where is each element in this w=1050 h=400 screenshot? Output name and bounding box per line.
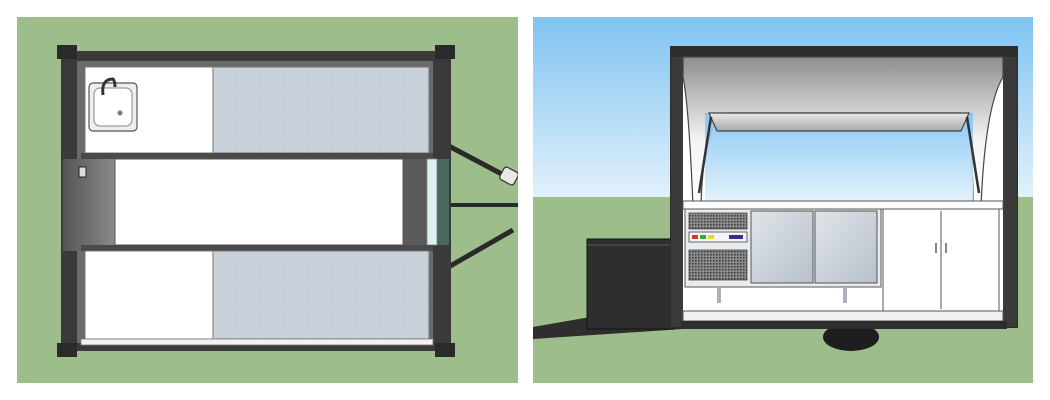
- aisle-floor: [114, 158, 404, 246]
- corner-posts: [57, 45, 455, 357]
- fridge-door-left: [750, 210, 814, 284]
- serving-window-glass: [426, 158, 438, 246]
- cabinet-handle-icon: [935, 243, 947, 253]
- fridge-legs: [717, 287, 847, 303]
- gas-struts: [697, 116, 981, 194]
- door-handle-icon: [78, 166, 87, 178]
- left-wall-door: [63, 159, 115, 251]
- awning-flap: [708, 112, 970, 132]
- side-view-panel: [533, 17, 1033, 383]
- floor-platform: [682, 310, 1004, 322]
- bottom-counter-white: [84, 250, 214, 340]
- wheel-icon: [823, 323, 879, 351]
- roof-frame: [671, 47, 1017, 57]
- tow-hitch-icon: [499, 166, 518, 186]
- top-counter-edge: [81, 153, 433, 159]
- fridge-door-right: [814, 210, 878, 284]
- top-view-panel: [17, 17, 518, 383]
- top-view-drawing: [17, 17, 518, 383]
- top-counter-steel: [212, 66, 430, 154]
- storage-box: [586, 238, 674, 330]
- bottom-counter-edge: [81, 245, 433, 251]
- fridge-bottom-grille: [688, 249, 748, 281]
- fridge-top-grille: [688, 212, 748, 230]
- faucet-icon: [101, 77, 117, 96]
- counter-top: [682, 200, 1004, 210]
- side-view-drawing: [533, 17, 1033, 383]
- aisle-right-wall: [403, 159, 427, 245]
- rear-frame-post: [1003, 47, 1017, 327]
- fridge-control-panel-icon: [688, 231, 748, 243]
- window-frame-strip: [437, 159, 449, 245]
- rear-sill: [80, 338, 434, 346]
- chassis-beam: [681, 321, 1007, 329]
- sink-icon: [88, 82, 138, 132]
- bottom-counter-steel: [212, 250, 430, 340]
- front-frame-post: [671, 47, 683, 327]
